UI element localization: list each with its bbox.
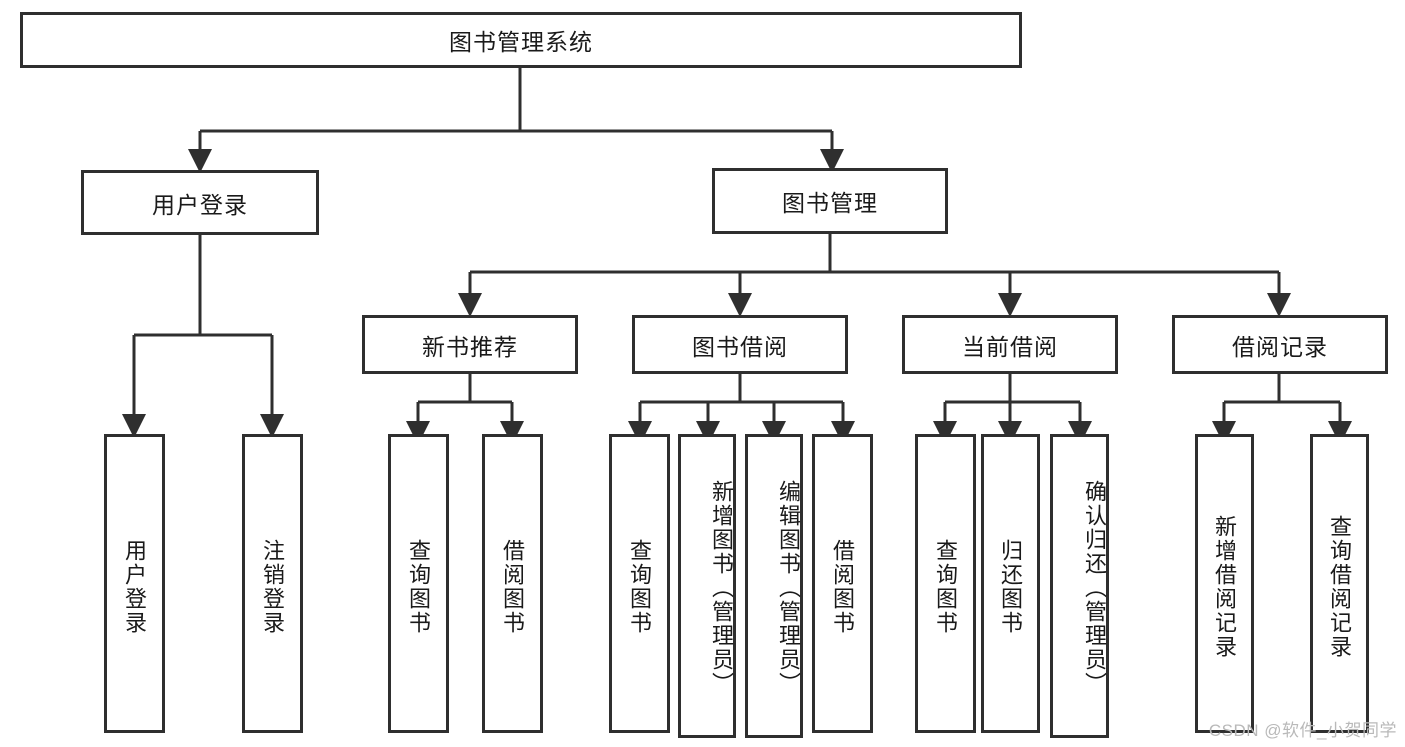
node-book-management[interactable]: 图书管理 — [712, 168, 948, 234]
node-label: 借阅记录 — [1232, 333, 1328, 360]
node-label: 借阅图书 — [830, 538, 856, 635]
leaf-br-add-record[interactable]: 新增借阅记录 — [1195, 434, 1254, 733]
leaf-cb-query-book[interactable]: 查询图书 — [915, 434, 976, 733]
node-label: 查询图书 — [933, 538, 959, 635]
node-label: 查询图书 — [627, 538, 653, 635]
node-root-system[interactable]: 图书管理系统 — [20, 12, 1022, 68]
node-label: 编辑图书（管理员） — [776, 480, 801, 696]
leaf-bb-edit-book-admin[interactable]: 编辑图书（管理员） — [745, 434, 803, 738]
leaf-user-login-signin[interactable]: 用户登录 — [104, 434, 165, 733]
node-label: 用户登录 — [122, 538, 148, 635]
leaf-nbr-query-book[interactable]: 查询图书 — [388, 434, 449, 733]
node-label: 图书借阅 — [692, 333, 788, 360]
node-label: 用户登录 — [152, 191, 248, 218]
leaf-user-login-signout[interactable]: 注销登录 — [242, 434, 303, 733]
leaf-cb-confirm-return-admin[interactable]: 确认归还（管理员） — [1050, 434, 1109, 738]
node-book-borrow[interactable]: 图书借阅 — [632, 315, 848, 374]
node-label: 注销登录 — [260, 538, 286, 635]
node-label: 新增借阅记录 — [1212, 514, 1238, 659]
leaf-nbr-borrow-book[interactable]: 借阅图书 — [482, 434, 543, 733]
csdn-watermark: CSDN @软件_小贺同学 — [1208, 721, 1397, 740]
node-user-login[interactable]: 用户登录 — [81, 170, 319, 235]
leaf-cb-return-book[interactable]: 归还图书 — [981, 434, 1040, 733]
node-new-book-recommend[interactable]: 新书推荐 — [362, 315, 578, 374]
node-label: 新增图书（管理员） — [709, 480, 734, 696]
leaf-bb-query-book[interactable]: 查询图书 — [609, 434, 670, 733]
node-label: 新书推荐 — [422, 333, 518, 360]
node-label: 归还图书 — [998, 538, 1024, 635]
node-borrow-record[interactable]: 借阅记录 — [1172, 315, 1388, 374]
node-label: 当前借阅 — [962, 333, 1058, 360]
leaf-bb-add-book-admin[interactable]: 新增图书（管理员） — [678, 434, 736, 738]
node-label: 查询借阅记录 — [1327, 514, 1353, 659]
leaf-bb-borrow-book[interactable]: 借阅图书 — [812, 434, 873, 733]
node-current-borrow[interactable]: 当前借阅 — [902, 315, 1118, 374]
leaf-br-query-record[interactable]: 查询借阅记录 — [1310, 434, 1369, 733]
node-label: 确认归还（管理员） — [1082, 480, 1107, 696]
node-label: 图书管理 — [782, 190, 878, 216]
node-label: 借阅图书 — [500, 538, 526, 635]
node-label: 图书管理系统 — [449, 29, 593, 55]
node-label: 查询图书 — [406, 538, 432, 635]
